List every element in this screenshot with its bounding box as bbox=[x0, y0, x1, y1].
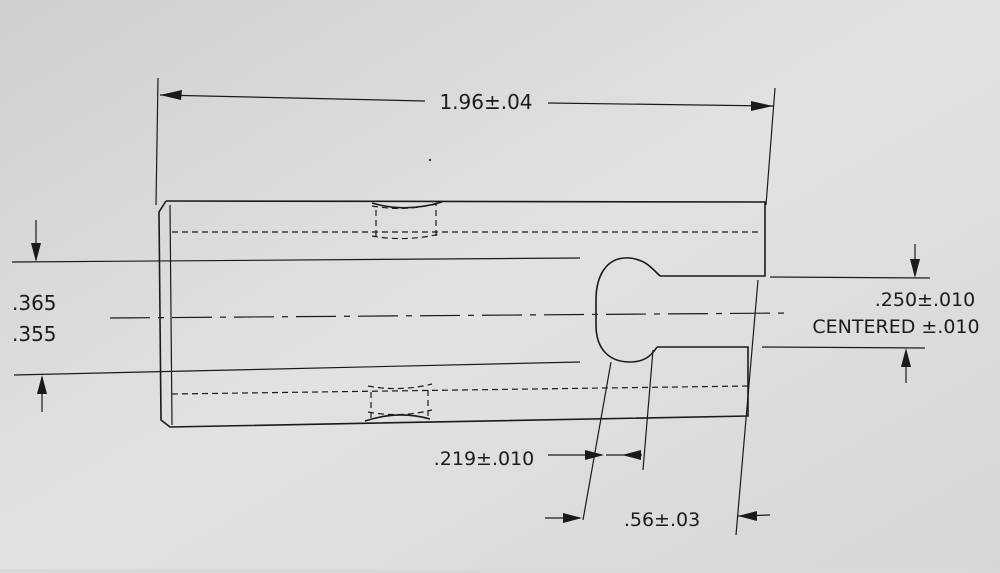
hidden-line-bottom bbox=[171, 385, 749, 395]
chamfer-edge bbox=[169, 204, 173, 426]
diameter-max-label: .365 bbox=[12, 291, 57, 315]
diameter-extension-bottom bbox=[13, 361, 581, 376]
slot-centered-label: CENTERED ±.010 bbox=[812, 316, 979, 338]
extension-line-left bbox=[155, 77, 159, 206]
slot-extension-top bbox=[769, 276, 931, 279]
dimension-line-left bbox=[159, 94, 426, 102]
center-line bbox=[109, 312, 791, 319]
slot-depth-dimension: .56±.03 bbox=[545, 279, 771, 536]
slot-width-dimension: .250±.010 CENTERED ±.010 bbox=[761, 244, 980, 383]
arrowhead-depth-left bbox=[563, 513, 582, 523]
slot-depth-label: .56±.03 bbox=[624, 509, 700, 531]
arrowhead-diameter-bottom bbox=[37, 375, 47, 394]
radius-offset-dimension: .219±.010 bbox=[434, 349, 654, 521]
arrowhead-right bbox=[751, 101, 773, 111]
extension-line-right bbox=[765, 87, 776, 206]
arrowhead-offset-left bbox=[585, 450, 604, 460]
arrowhead-slot-top bbox=[910, 259, 920, 278]
outline-left-bottom bbox=[158, 200, 749, 428]
hidden-feature-bottom bbox=[367, 383, 433, 418]
arrowhead-slot-bottom bbox=[901, 348, 911, 367]
paper-speck bbox=[428, 158, 432, 162]
arrowhead-left bbox=[160, 90, 182, 100]
offset-extension-right bbox=[642, 349, 654, 471]
depth-extension-right bbox=[735, 279, 759, 536]
offset-extension-left bbox=[582, 361, 612, 521]
dimension-line-right bbox=[547, 102, 774, 107]
arrowhead-diameter-top bbox=[31, 243, 41, 262]
bottom-groove bbox=[364, 414, 431, 422]
radial-slot-end bbox=[595, 257, 661, 363]
arrowhead-offset-right bbox=[622, 450, 641, 460]
outline-top-right bbox=[165, 200, 766, 277]
diameter-extension-top bbox=[11, 257, 581, 263]
top-groove bbox=[371, 201, 443, 209]
radius-offset-label: .219±.010 bbox=[434, 448, 535, 470]
slot-width-label: .250±.010 bbox=[875, 289, 976, 311]
hidden-lines bbox=[171, 201, 760, 422]
overall-length-dimension: 1.96±.04 bbox=[155, 77, 776, 206]
arrowhead-depth-right bbox=[738, 511, 757, 521]
slot-extension-bottom bbox=[761, 346, 926, 349]
part-body bbox=[158, 200, 766, 428]
diameter-dimension: .365 .355 bbox=[11, 220, 581, 412]
overall-length-label: 1.96±.04 bbox=[439, 90, 532, 114]
diameter-min-label: .355 bbox=[12, 322, 57, 346]
